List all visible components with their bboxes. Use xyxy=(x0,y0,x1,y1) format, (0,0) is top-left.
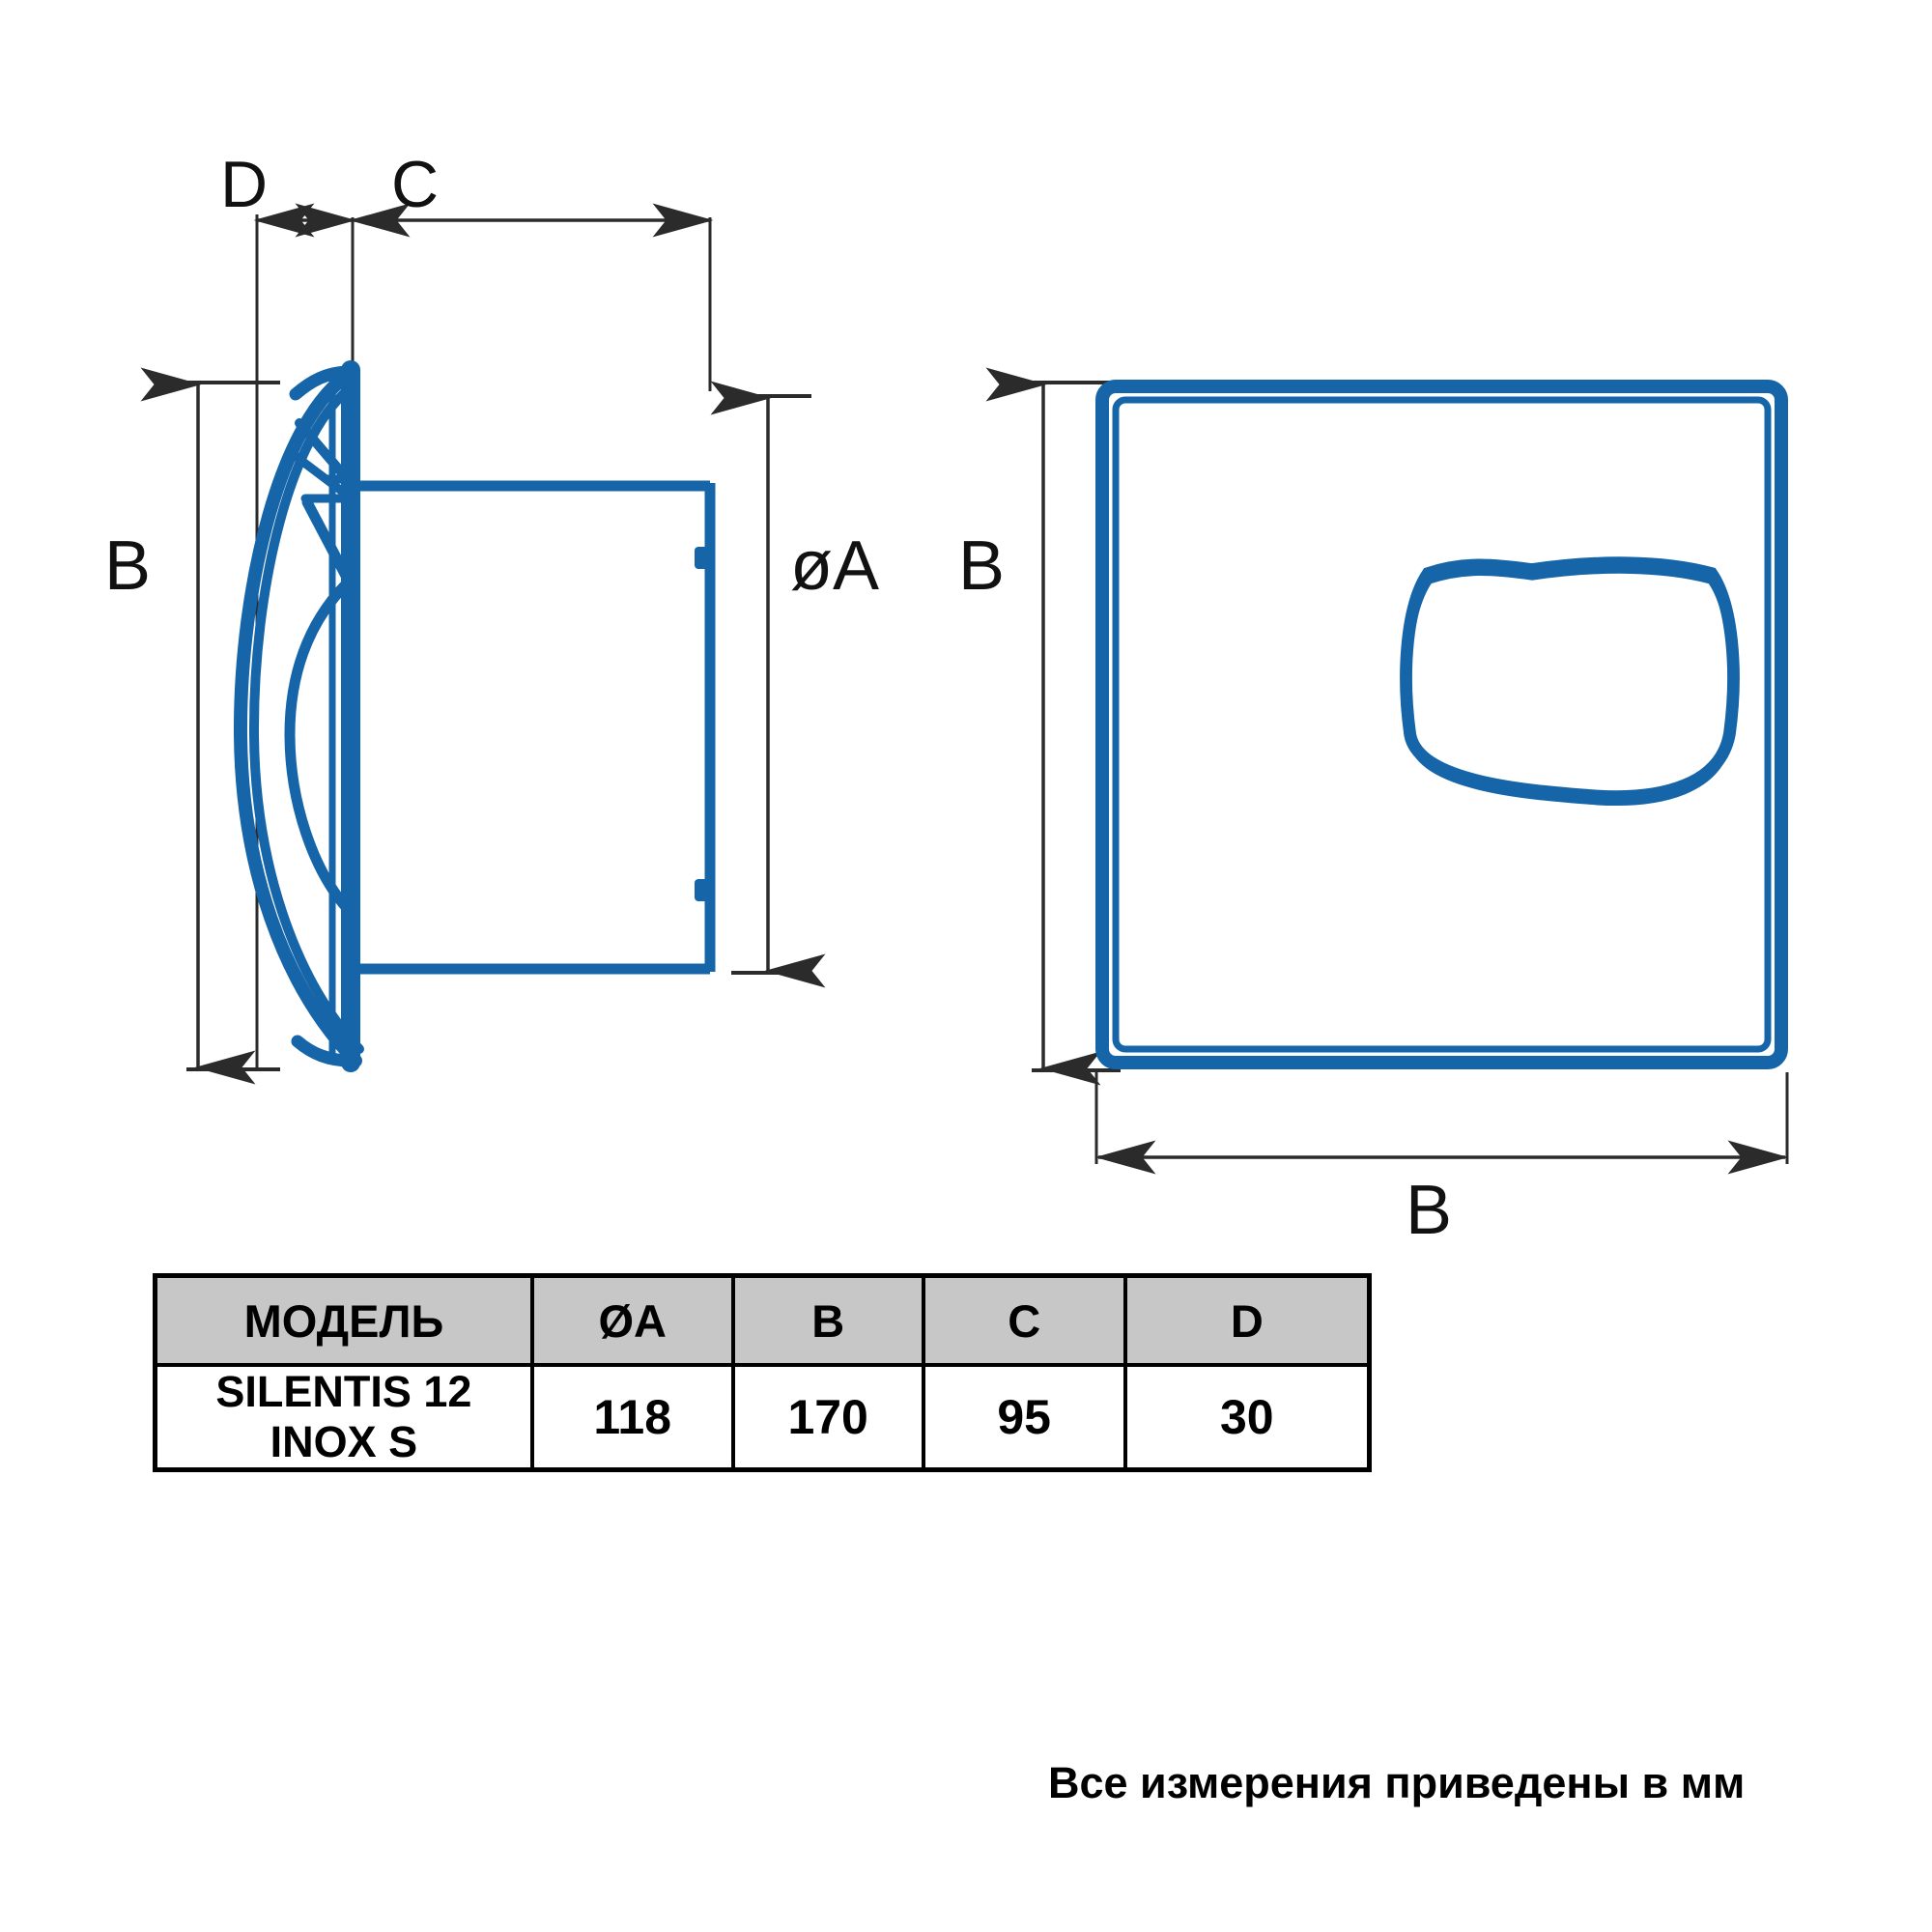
side-view-group xyxy=(140,203,826,1085)
table-cell-phi-a: 118 xyxy=(529,1363,735,1472)
dimension-label-b-front-left: B xyxy=(958,527,1006,605)
table-header-c: C xyxy=(921,1273,1127,1367)
dimension-line-phi-a xyxy=(710,381,826,988)
units-footnote: Все измерения приведены в мм xyxy=(1048,1758,1746,1807)
table-cell-c: 95 xyxy=(921,1363,1127,1472)
front-view-group xyxy=(985,367,1789,1175)
front-view-witness-lines xyxy=(1094,1072,1789,1164)
side-view-witness-lines xyxy=(255,214,712,1067)
dimension-label-d: D xyxy=(220,148,269,221)
table-header-b: B xyxy=(730,1273,925,1367)
table-row: SILENTIS 12 INOX S 118 170 95 30 xyxy=(153,1363,1372,1472)
table-header-phi-a: ØA xyxy=(529,1273,735,1367)
duct-mounting-tabs xyxy=(695,547,714,901)
dimension-label-b-front-bottom: B xyxy=(1406,1172,1453,1249)
dimension-label-b-side: B xyxy=(104,527,152,605)
dimension-label-c: C xyxy=(391,148,440,221)
table-header-model: МОДЕЛЬ xyxy=(153,1273,534,1367)
dimension-label-phi-a: øA xyxy=(790,527,880,605)
dimension-line-b-side xyxy=(140,367,280,1085)
faceplate-profile xyxy=(233,360,364,1072)
table-header-d: D xyxy=(1122,1273,1372,1367)
table-cell-model: SILENTIS 12 INOX S xyxy=(153,1363,534,1472)
specification-table: МОДЕЛЬ ØA B C D SILENTIS 12 INOX S 118 1… xyxy=(153,1273,1372,1472)
table-header-row: МОДЕЛЬ ØA B C D xyxy=(153,1273,1372,1367)
table-cell-d: 30 xyxy=(1122,1363,1372,1472)
duct-barrel xyxy=(343,480,716,975)
central-aperture-squircle xyxy=(1400,556,1740,806)
table-cell-b: 170 xyxy=(730,1363,925,1472)
faceplate-square-outline xyxy=(1095,380,1788,1069)
